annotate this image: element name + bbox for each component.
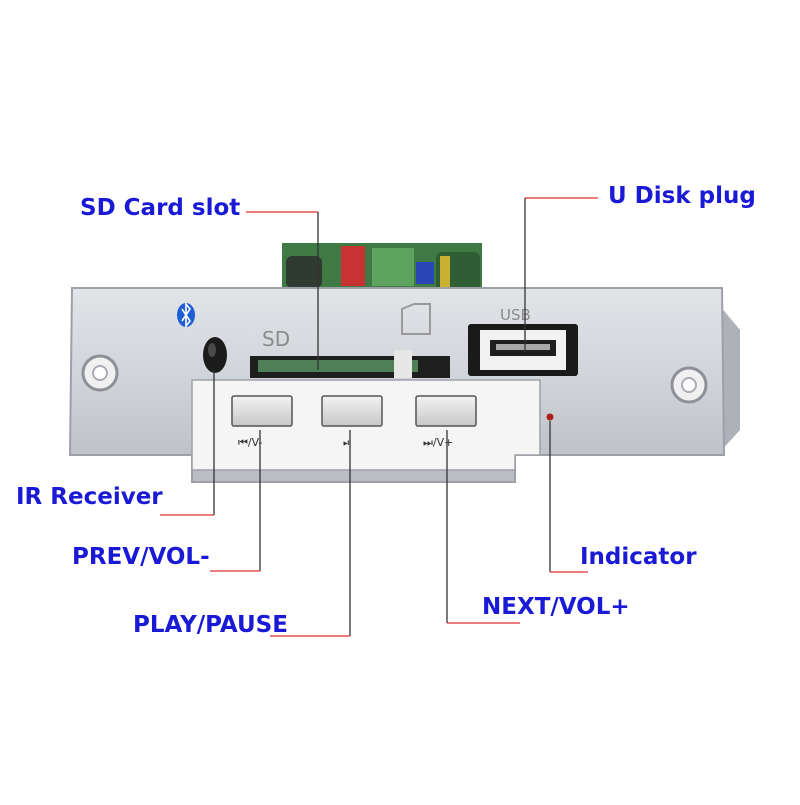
usb-print: USB	[500, 306, 531, 324]
usb-port	[468, 324, 578, 376]
prev-caption: ⏮/V-	[238, 436, 262, 449]
indicator-led	[546, 413, 554, 421]
callout-indicator: Indicator	[580, 544, 697, 570]
ir-receiver-component	[203, 337, 227, 373]
sd-card-icon	[401, 303, 431, 335]
next-vol-button[interactable]	[415, 395, 477, 427]
prev-vol-button[interactable]	[231, 395, 293, 427]
play-pause-button[interactable]	[321, 395, 383, 427]
mounting-hole-left	[81, 354, 119, 392]
leader-lines	[160, 197, 598, 637]
next-caption: ⏭/V+	[423, 436, 453, 449]
play-caption: ⏯	[343, 436, 352, 449]
callout-ir-receiver: IR Receiver	[16, 484, 163, 510]
callout-play-pause: PLAY/PAUSE	[133, 612, 288, 638]
sd-card-slot	[250, 350, 450, 378]
pcb-components	[282, 243, 482, 292]
callout-u-disk-plug: U Disk plug	[608, 183, 756, 209]
callout-prev-vol: PREV/VOL-	[72, 544, 210, 570]
panel-side-edge	[720, 306, 740, 452]
mounting-hole-right	[670, 366, 708, 404]
bluetooth-icon	[177, 301, 195, 329]
callout-next-vol: NEXT/VOL+	[482, 594, 630, 620]
callout-sd-card-slot: SD Card slot	[80, 195, 241, 221]
sd-print: SD	[262, 327, 290, 351]
